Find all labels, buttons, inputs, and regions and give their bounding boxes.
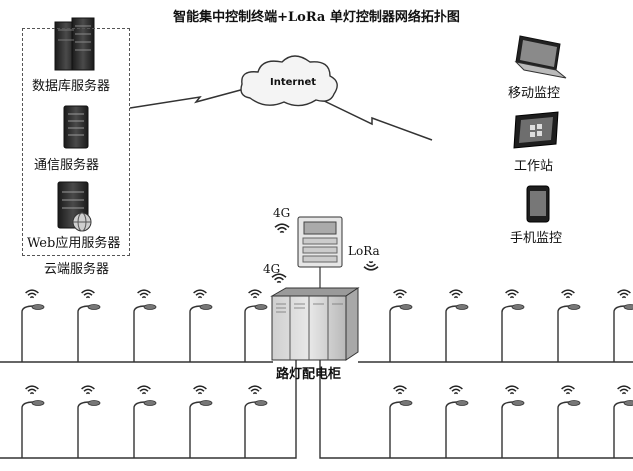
streetlight-icon: [77, 385, 101, 458]
wireless-signal-icon: [247, 289, 263, 299]
signal-4g-top-label: 4G: [273, 206, 291, 220]
streetlight-icon: [77, 289, 101, 362]
wireless-signal-icon: [504, 385, 520, 395]
wireless-signal-icon: [24, 385, 40, 395]
lora-label: LoRa: [348, 244, 380, 258]
internet-label: Internet: [270, 77, 317, 88]
streetlight-icon: [501, 385, 525, 458]
streetlight-icon: [189, 385, 213, 458]
wireless-signal-icon-4g-top: [274, 223, 290, 234]
communication-server-icon: [63, 105, 89, 149]
streetlight-icon: [133, 289, 157, 362]
wireless-signal-icon: [80, 289, 96, 299]
laptop-icon: [514, 35, 567, 79]
streetlight-icon: [501, 289, 525, 362]
wireless-signal-icon: [247, 385, 263, 395]
web-server-label: Web应用服务器: [27, 236, 121, 251]
wireless-signal-icon: [80, 385, 96, 395]
controller-icon: [297, 216, 343, 288]
wireless-signal-icon: [136, 385, 152, 395]
wireless-signal-icon: [192, 385, 208, 395]
wireless-signal-icon: [504, 289, 520, 299]
cabinet-icon: [270, 287, 360, 361]
tablet-icon: [513, 111, 559, 149]
comm-server-label: 通信服务器: [34, 158, 100, 173]
cloud-icon: [240, 55, 338, 107]
wireless-signal-icon: [192, 289, 208, 299]
cabinet-label: 路灯配电柜: [276, 367, 342, 382]
diagram-title: 智能集中控制终端+LoRa 单灯控制器网络拓扑图: [173, 10, 460, 25]
street-lights: [21, 289, 633, 458]
wireless-signal-icon: [392, 385, 408, 395]
wireless-signal-icon: [560, 289, 576, 299]
streetlight-icon: [613, 385, 633, 458]
streetlight-icon: [244, 385, 268, 458]
cloud-server-group: [22, 28, 130, 256]
wireless-signal-icon: [616, 289, 632, 299]
wireless-signal-icon-lora: [363, 260, 379, 271]
signal-4g-side-label: 4G: [263, 262, 281, 276]
streetlight-icon: [21, 289, 45, 362]
streetlight-icon: [557, 289, 581, 362]
wireless-signal-icon: [616, 385, 632, 395]
power-lines: [0, 360, 633, 459]
streetlight-icon: [389, 289, 413, 362]
wireless-signal-icon: [136, 289, 152, 299]
cloud-server-group-label: 云端服务器: [44, 262, 110, 277]
streetlight-icon: [244, 289, 268, 362]
streetlight-icon: [613, 289, 633, 362]
streetlight-icon: [445, 385, 469, 458]
streetlight-icon: [557, 385, 581, 458]
wireless-signal-icon: [392, 289, 408, 299]
streetlight-icon: [21, 385, 45, 458]
streetlight-icon: [445, 289, 469, 362]
wireless-signal-icon: [448, 289, 464, 299]
streetlight-icon: [189, 289, 213, 362]
internet-links: [129, 87, 433, 141]
wireless-signal-icon: [448, 385, 464, 395]
streetlight-icon: [133, 385, 157, 458]
web-server-icon: [57, 181, 92, 232]
workstation-label: 工作站: [514, 159, 554, 174]
db-server-label: 数据库服务器: [32, 79, 111, 94]
streetlight-icon: [389, 385, 413, 458]
database-server-icon: [54, 17, 95, 71]
mobile-monitor-label: 移动监控: [508, 86, 561, 101]
wireless-signal-icon: [24, 289, 40, 299]
phone-monitor-label: 手机监控: [510, 231, 563, 246]
wireless-signal-icon: [560, 385, 576, 395]
phone-icon: [526, 185, 550, 223]
